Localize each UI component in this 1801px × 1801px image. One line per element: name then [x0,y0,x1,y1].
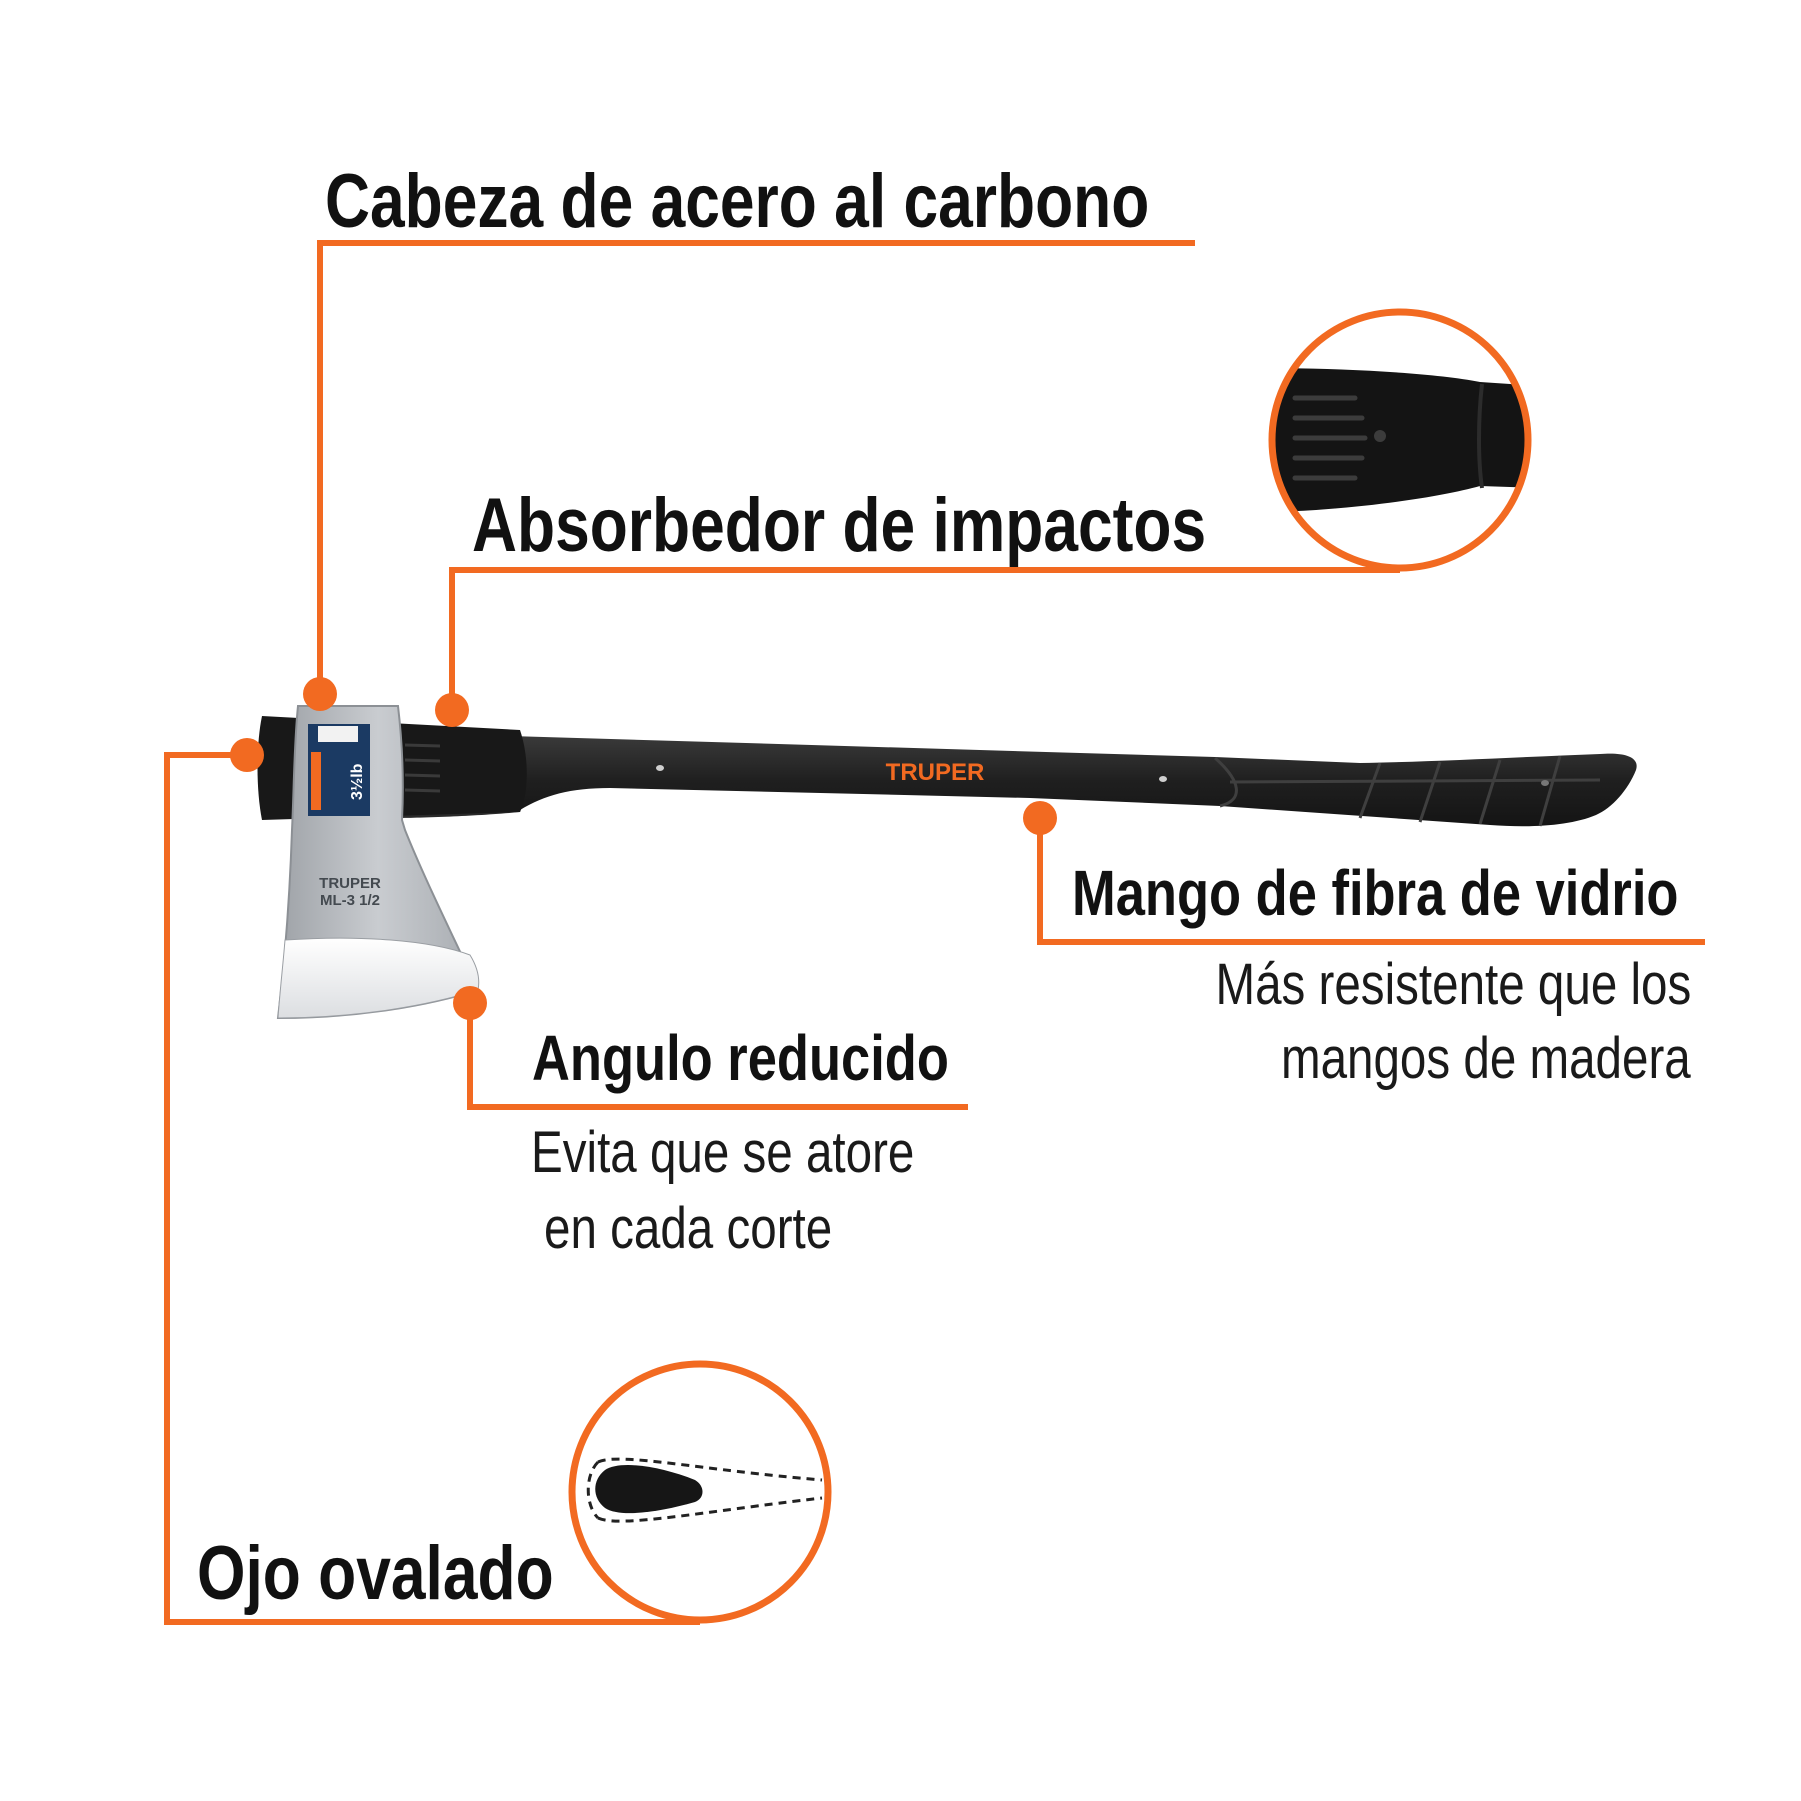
shock-dot [435,693,469,727]
shock-connector [449,567,1400,710]
handle-callout-desc-line2: mangos de madera [1281,1026,1691,1091]
eye-callout-title: Ojo ovalado [197,1531,554,1616]
angle-connector [467,1003,968,1110]
handle-hole-dot [1159,776,1167,782]
angle-callout-desc-line1: Evita que se atore [531,1120,915,1185]
angle-callout-desc-line2: en cada corte [544,1196,833,1261]
handle-hole-dot [1541,780,1549,786]
label-weight-text: 3½lb [349,763,366,800]
angle-dot [453,986,487,1020]
handle-connector [1037,818,1705,945]
shock-callout-title: Absorbedor de impactos [472,483,1207,568]
carbon-steel-head: 3½lb TRUPER ML-3 1/2 [276,705,480,1020]
oval-eye-zoom [568,1360,832,1624]
head-engraving-brand: TRUPER [319,875,381,892]
shock-absorber-zoom [1268,308,1532,572]
callout-connectors [164,240,1705,1625]
head-dot [303,677,337,711]
handle-callout-desc-line1: Más resistente que los [1215,952,1691,1017]
head-callout-title: Cabeza de acero al carbono [325,159,1150,244]
handle-brand-logo: TRUPER [886,759,985,786]
handle-dot [1023,801,1057,835]
head-product-label: 3½lb [308,724,370,816]
eye-connector [164,752,700,1625]
callout-dots [230,677,1057,1020]
fiberglass-handle: TRUPER [395,732,1637,827]
angle-callout-title: Angulo reducido [532,1022,949,1094]
handle-grip-pattern [1214,755,1601,827]
handle-hole-dot [656,765,664,771]
handle-callout-title: Mango de fibra de vidrio [1072,857,1679,929]
eye-dot [230,738,264,772]
head-connector [317,240,1195,694]
head-engraving-model: ML-3 1/2 [320,892,380,909]
